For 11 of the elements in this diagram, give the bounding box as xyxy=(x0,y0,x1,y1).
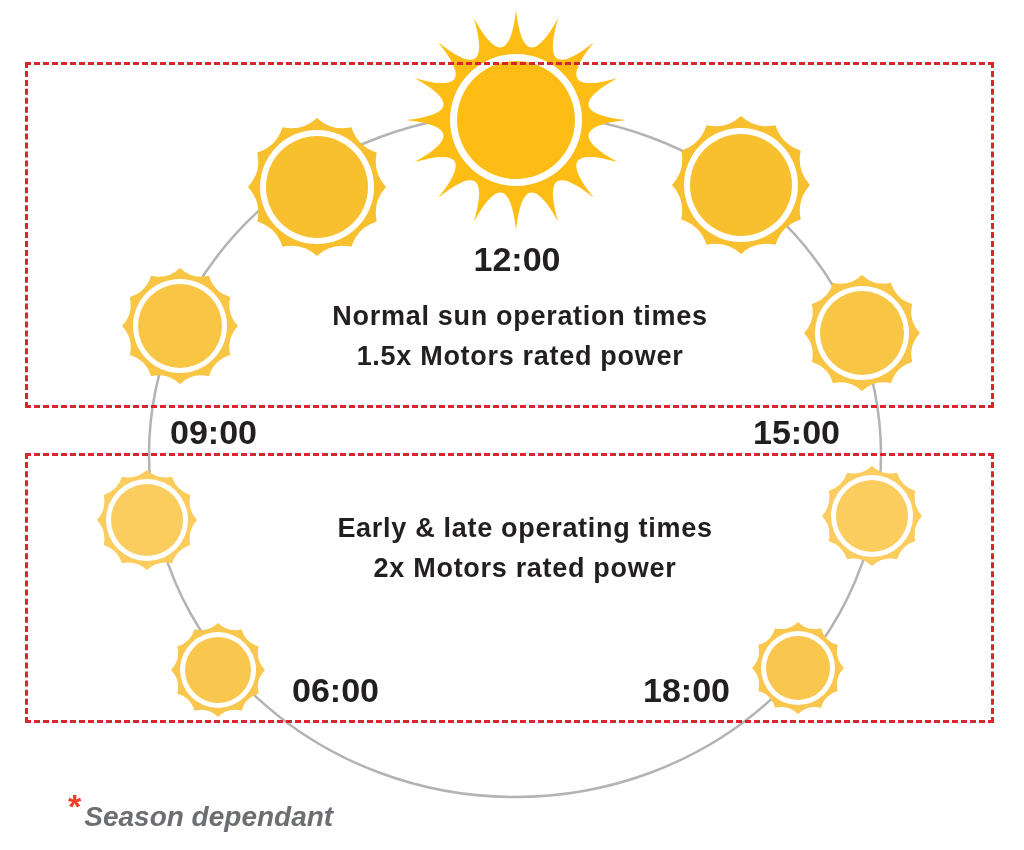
body-text: 2x Motors rated power xyxy=(373,552,677,584)
time-label: 06:00 xyxy=(292,671,379,709)
time-label: 18:00 xyxy=(643,671,730,709)
heading-text: Early & late operating times xyxy=(337,512,713,544)
body-text: 1.5x Motors rated power xyxy=(356,340,684,372)
dashed-frame xyxy=(25,453,994,723)
dashed-frame xyxy=(25,62,994,408)
time-label: 15:00 xyxy=(753,413,840,451)
time-label: 09:00 xyxy=(170,413,257,451)
heading-text: Normal sun operation times xyxy=(332,300,708,332)
time-label: 12:00 xyxy=(473,240,561,278)
